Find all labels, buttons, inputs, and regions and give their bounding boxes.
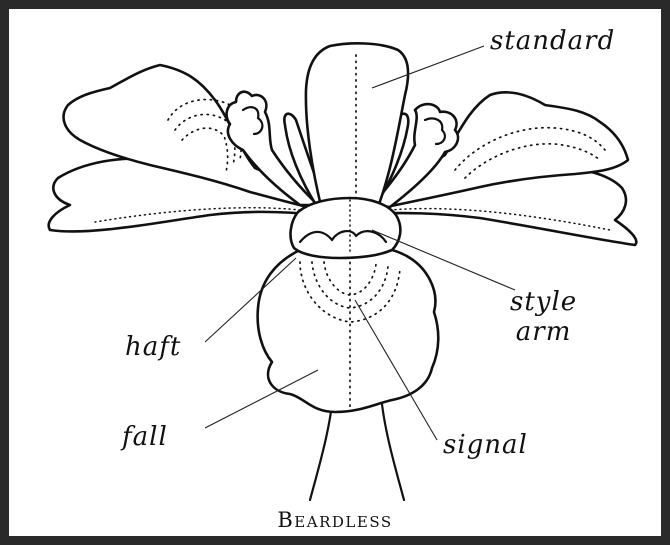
label-style-arm: style arm	[510, 288, 577, 348]
caption-beardless: Beardless	[0, 508, 670, 532]
label-style-arm-line1: style	[510, 288, 577, 318]
label-style-arm-line2: arm	[510, 318, 577, 348]
center-crest	[291, 198, 401, 258]
label-signal: signal	[443, 432, 528, 458]
label-fall: fall	[122, 424, 168, 450]
label-haft: haft	[125, 334, 181, 360]
label-standard: standard	[490, 28, 615, 54]
